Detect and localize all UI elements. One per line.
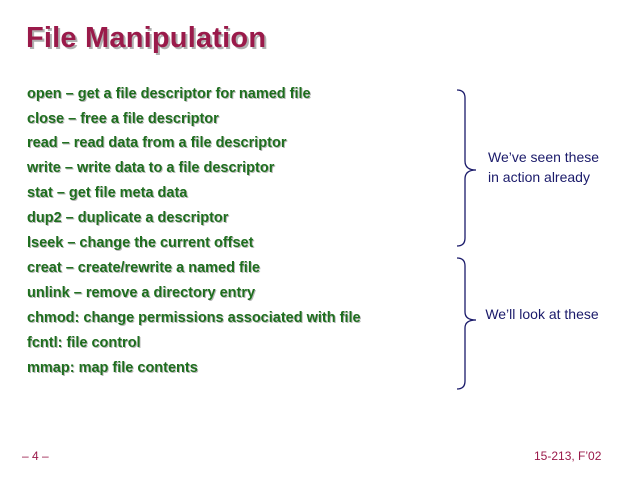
list-item-creat: creat – create/rewrite a named file <box>27 260 260 276</box>
list-item-write: write – write data to a file descriptor <box>27 160 275 176</box>
list-item-read: read – read data from a file descriptor <box>27 135 287 151</box>
list-item-fcntl: fcntl: file control <box>27 335 141 351</box>
slide-title: File Manipulation <box>26 22 267 54</box>
list-item-mmap: mmap: map file contents <box>27 360 198 376</box>
page-number: – 4 – <box>22 449 49 463</box>
list-item-open: open – get a file descriptor for named f… <box>27 86 311 102</box>
list-item-chmod: chmod: change permissions associated wit… <box>27 310 361 326</box>
list-item-unlink: unlink – remove a directory entry <box>27 285 256 301</box>
note-look-at: We’ll look at these <box>485 306 599 322</box>
list-item-close: close – free a file descriptor <box>27 111 219 127</box>
right-brace-bottom <box>456 257 477 390</box>
course-label: 15-213, F’02 <box>534 449 602 463</box>
list-item-stat: stat – get file meta data <box>27 185 188 201</box>
list-item-dup2: dup2 – duplicate a descriptor <box>27 210 229 226</box>
note-seen: We’ve seen these in action already <box>488 149 600 185</box>
list-item-lseek: lseek – change the current offset <box>27 235 254 251</box>
right-brace-top <box>456 89 477 247</box>
